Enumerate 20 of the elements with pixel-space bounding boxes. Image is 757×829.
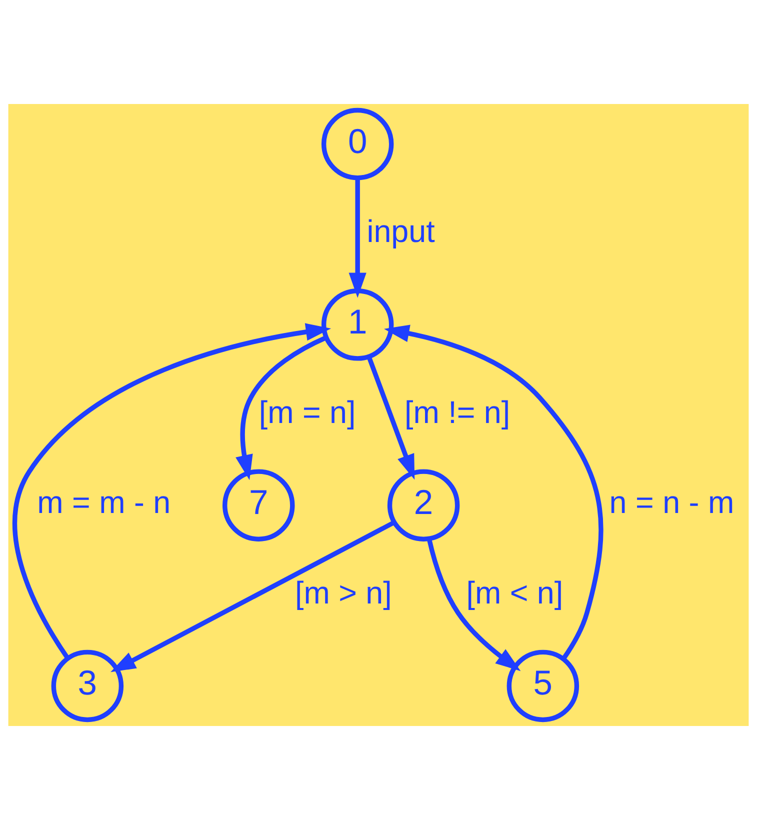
edge-label: input — [366, 214, 435, 249]
arrow — [12, 322, 332, 659]
arrow — [366, 355, 415, 480]
arrow — [348, 178, 366, 298]
node-circle: 7 — [222, 468, 295, 541]
arrow — [236, 335, 327, 480]
node-circle: 5 — [506, 649, 580, 722]
edge-label: [m > n] — [295, 574, 392, 610]
edge-label: [m < n] — [466, 574, 564, 610]
arrow — [384, 324, 604, 660]
edge-label: m = m - n — [37, 484, 171, 520]
arrow — [110, 520, 396, 672]
node-circle: 1 — [321, 288, 394, 360]
node-circle: 2 — [387, 468, 460, 541]
arrow — [426, 538, 521, 671]
edge-label: [m != n] — [404, 394, 510, 430]
edge-label: n = n - m — [609, 484, 734, 520]
node-circle: 0 — [321, 107, 394, 180]
node-circle: 3 — [51, 649, 124, 722]
edge-label: [m = n] — [258, 394, 356, 430]
